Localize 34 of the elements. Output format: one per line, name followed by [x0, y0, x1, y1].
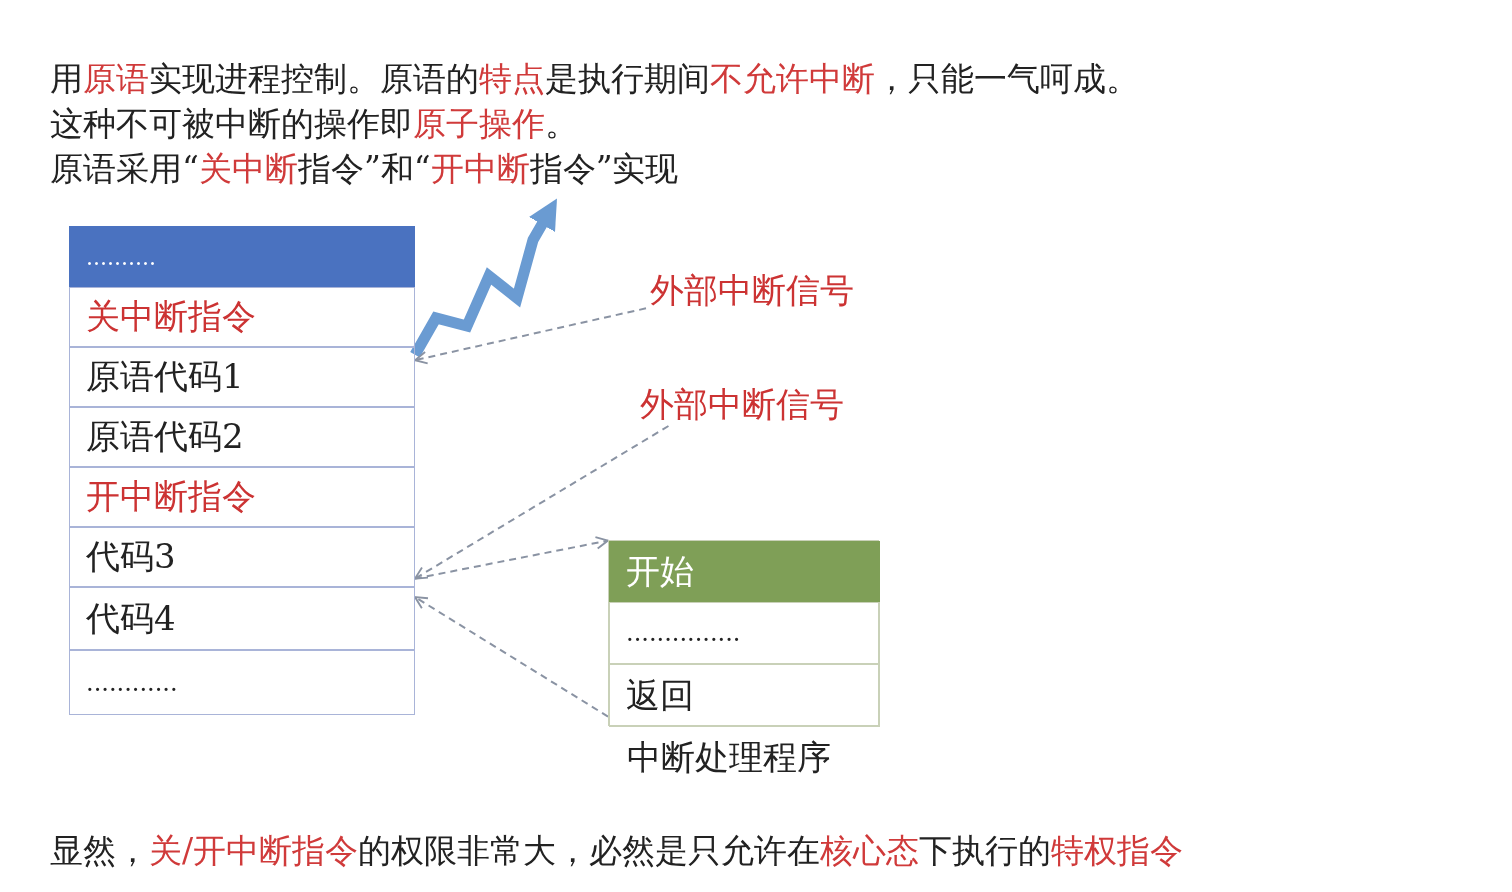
signal-text: 外部中断信号: [650, 269, 854, 312]
handler-row: [609, 664, 880, 727]
row-text: 开中断指令: [86, 475, 256, 518]
table-row: [69, 650, 415, 715]
row-text: 代码3: [86, 535, 176, 578]
text-line: 显然，关/开中断指令的权限非常大，必然是只允许在核心态下执行的特权指令: [50, 830, 1184, 872]
table-row: [69, 527, 415, 587]
dashed-arrow: [414, 307, 647, 365]
interrupt-arrow: [410, 198, 557, 358]
row-text: ...............: [626, 619, 741, 647]
table-row: [69, 467, 415, 527]
row-text: ..........: [86, 244, 156, 270]
dashed-arrow: [414, 536, 609, 580]
signal-text: 外部中断信号: [640, 383, 844, 426]
row-text: 代码4: [86, 596, 176, 640]
row-text: 原语代码2: [86, 415, 244, 458]
dashed-arrow: [414, 425, 670, 580]
row-text: 返回: [626, 673, 694, 717]
dashed-arrow: [414, 596, 609, 718]
program-caption: 中断处理程序: [627, 736, 831, 779]
text-line: 用原语实现进程控制。原语的特点是执行期间不允许中断，只能一气呵成。: [50, 58, 1139, 100]
text-line: 这种不可被中断的操作即原子操作。: [50, 103, 578, 145]
row-text: ............: [86, 668, 178, 697]
row-text: 开始: [626, 549, 694, 593]
text-line: 原语采用“关中断指令”和“开中断指令”实现: [50, 148, 679, 190]
table-row: [69, 587, 415, 650]
table-row: [69, 407, 415, 467]
table-row: [69, 347, 415, 407]
handler-header-row: [609, 541, 880, 602]
table-row: [69, 287, 415, 347]
row-text: 原语代码1: [86, 355, 244, 398]
table-header-row: [69, 226, 415, 288]
handler-row: [609, 602, 880, 664]
row-text: 关中断指令: [86, 295, 256, 338]
